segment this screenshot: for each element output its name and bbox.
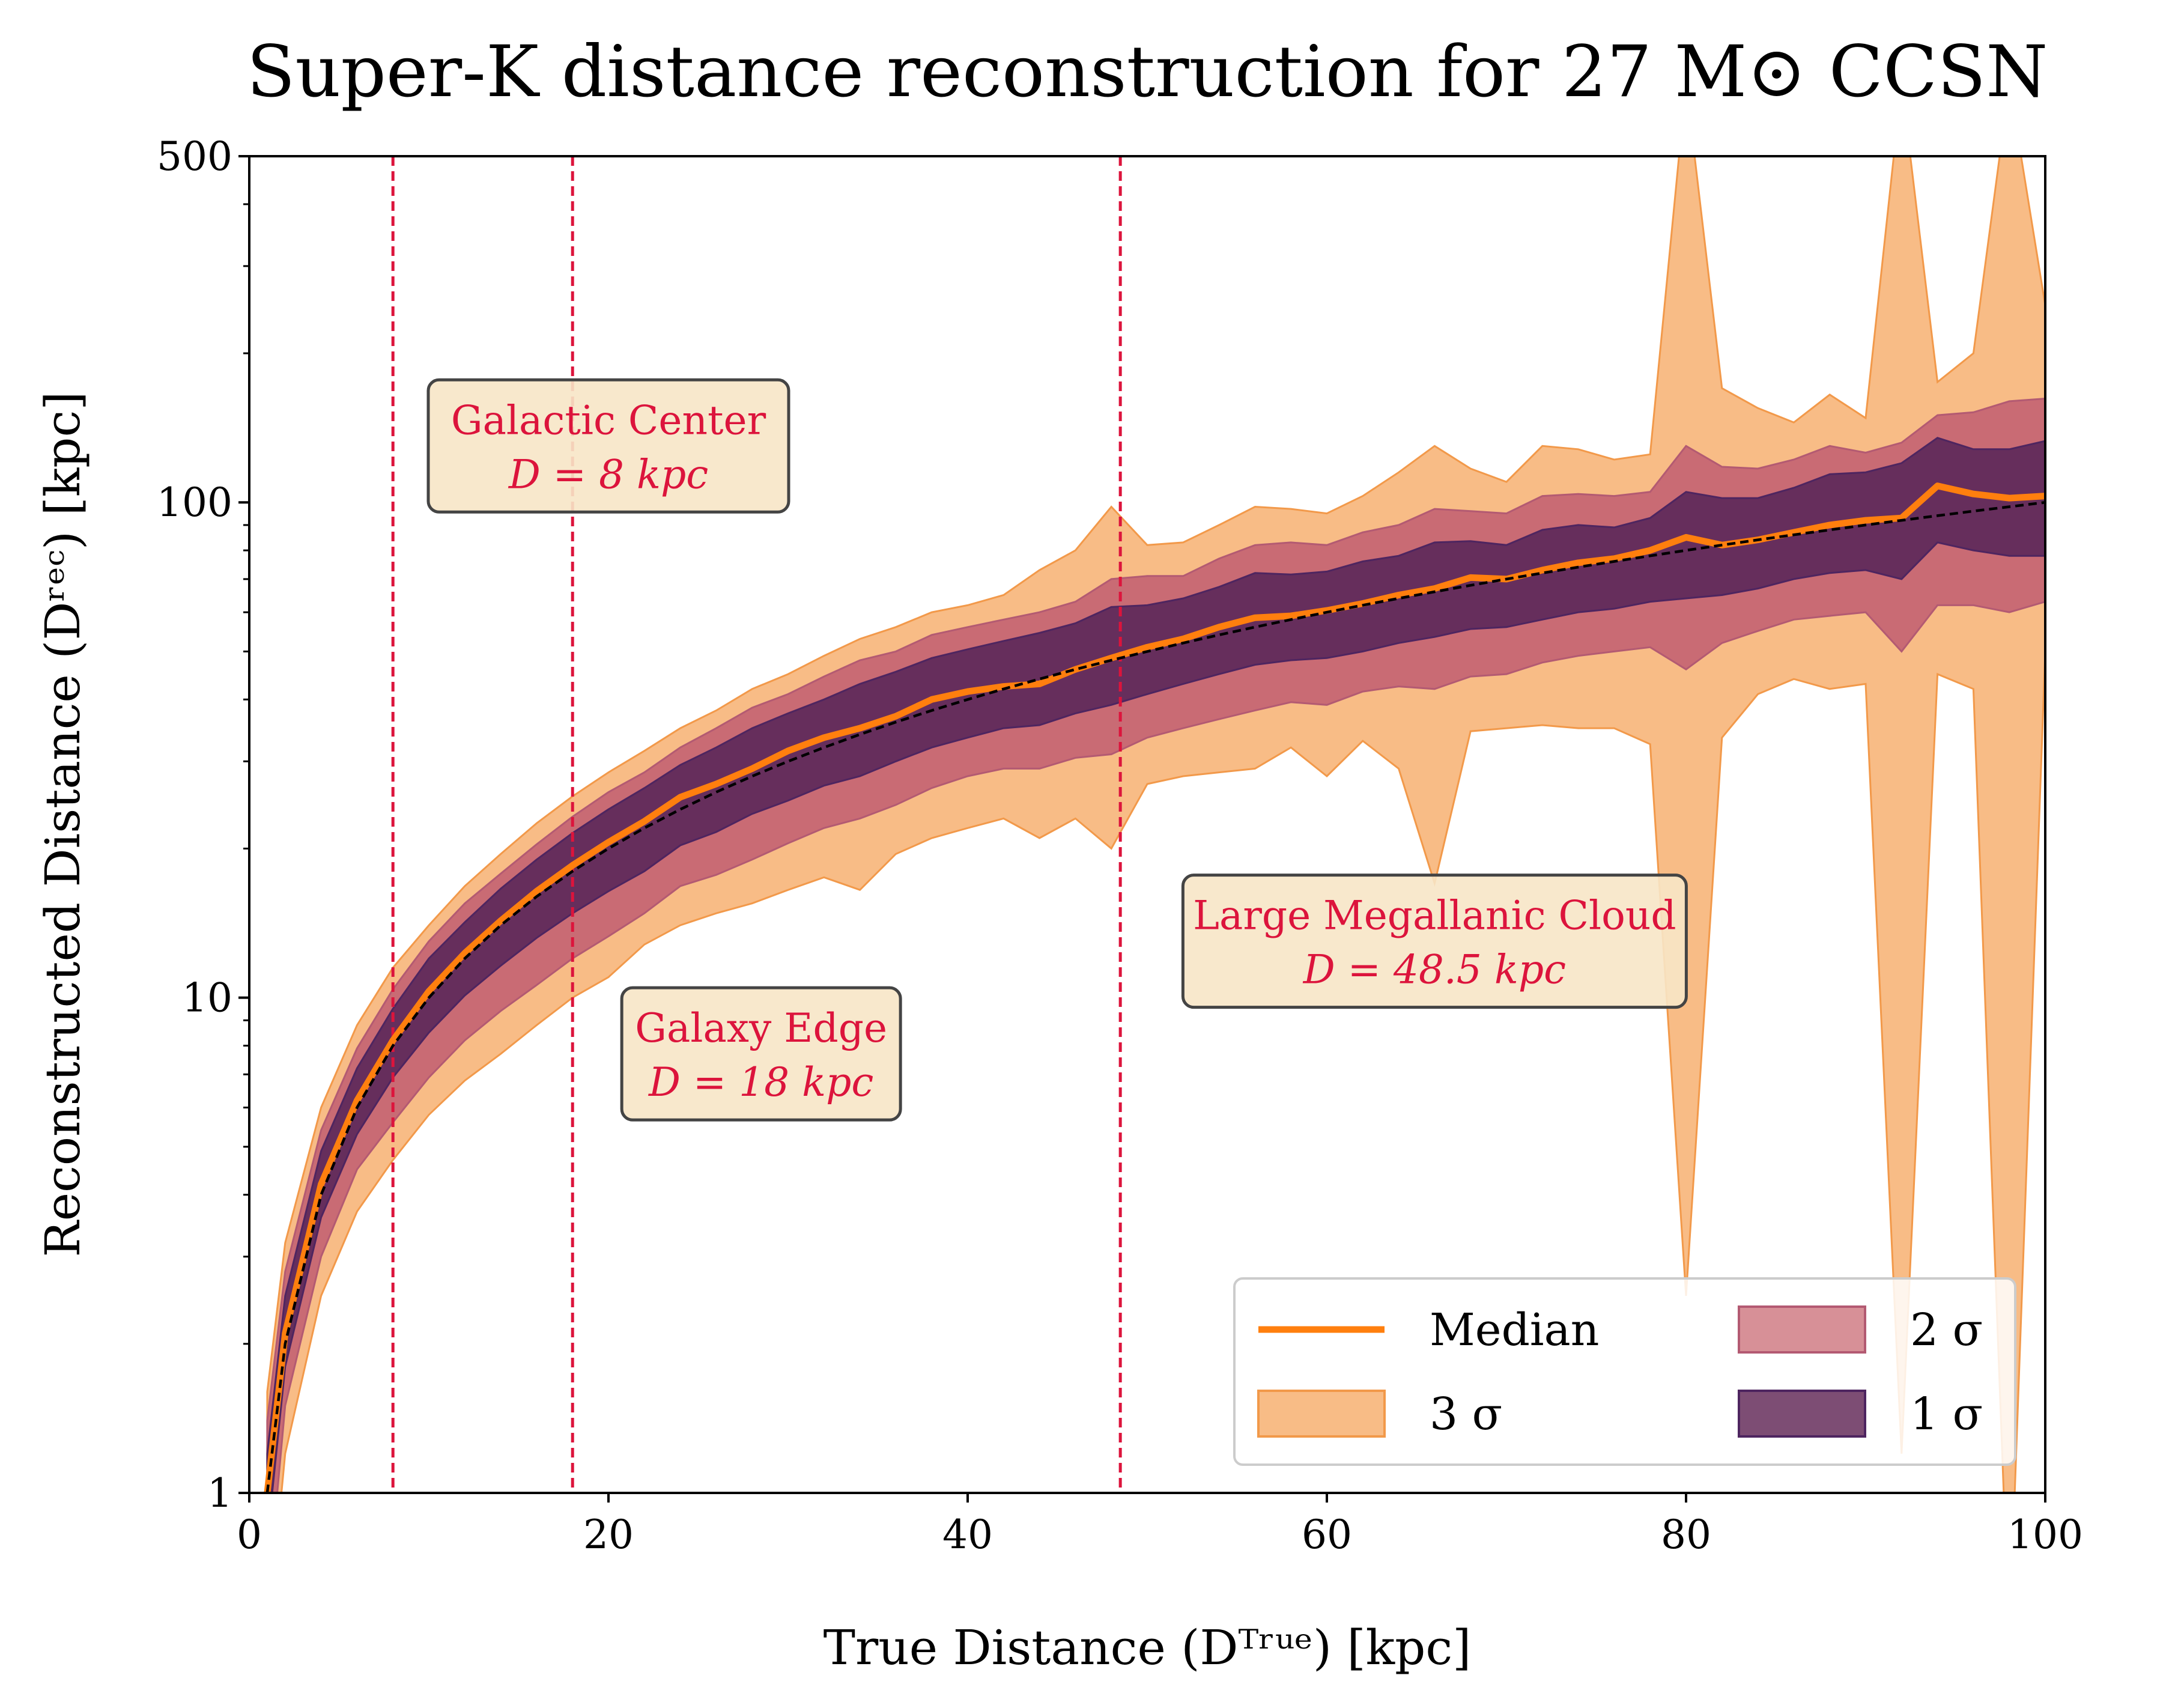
legend-label: Median	[1430, 1304, 1599, 1356]
y-axis-label: Reconstructed Distance (Dʳᵉᶜ) [kpc]	[35, 391, 91, 1257]
annotation-label: Galactic Center	[451, 397, 766, 443]
legend-swatch-sigma1	[1738, 1390, 1866, 1438]
annotation-galaxy-edge: Galaxy Edge D = 18 kpc	[620, 986, 902, 1122]
lines-layer	[264, 156, 2045, 1493]
annotation-large-megallanic-cloud: Large Megallanic Cloud D = 48.5 kpc	[1181, 874, 1688, 1009]
legend-swatch-sigma3	[1257, 1390, 1386, 1438]
annotation-label: Large Megallanic Cloud	[1193, 893, 1676, 939]
legend-swatch-sigma2	[1738, 1305, 1866, 1354]
x-tick-label: 20	[583, 1512, 634, 1558]
y-tick-label: 100	[157, 479, 232, 526]
x-tick-label: 0	[237, 1512, 262, 1558]
x-tick-label: 40	[942, 1512, 993, 1558]
annotation-box	[620, 986, 902, 1122]
chart-title: Super-K distance reconstruction for 27 M…	[247, 30, 2048, 113]
reference-line	[265, 500, 2045, 1493]
y-tick-label: 10	[182, 975, 232, 1021]
x-tick-label: 60	[1302, 1512, 1352, 1558]
legend-label: 3 σ	[1430, 1388, 1502, 1440]
legend-label: 2 σ	[1910, 1304, 1983, 1356]
annotation-galactic-center: Galactic Center D = 8 kpc	[426, 378, 790, 514]
annotation-distance: D = 48.5 kpc	[1303, 947, 1566, 993]
annotation-box	[1181, 874, 1688, 1009]
y-tick-label: 1	[207, 1470, 232, 1516]
annotation-distance: D = 8 kpc	[508, 451, 708, 497]
plot-frame	[248, 155, 2046, 1494]
x-tick-label: 80	[1661, 1512, 1711, 1558]
annotation-box	[426, 378, 790, 514]
y-tick-label: 500	[157, 133, 232, 180]
x-axis-label: True Distance (Dᵀʳᵘᵉ) [kpc]	[824, 1620, 1472, 1676]
axes-layer: 0 20 40 60 80 100 1 10 100 500	[157, 133, 2083, 1558]
annotation-distance: D = 18 kpc	[648, 1059, 873, 1105]
legend-label: 1 σ	[1910, 1388, 1983, 1440]
x-tick-label: 100	[2007, 1512, 2083, 1558]
annotation-label: Galaxy Edge	[635, 1005, 887, 1051]
band-3-sigma	[266, 156, 2045, 1493]
legend: Median 3 σ 2 σ 1 σ	[1233, 1277, 2016, 1466]
